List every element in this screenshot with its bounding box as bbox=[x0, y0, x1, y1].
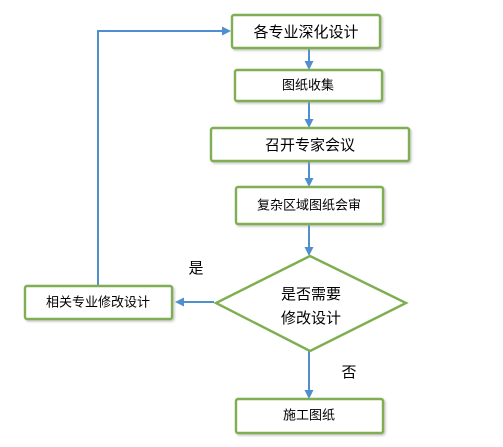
node-complex-review-label: 复杂区域图纸会审 bbox=[257, 199, 361, 214]
node-modify-design-label: 相关专业修改设计 bbox=[46, 296, 150, 311]
edge-label-no: 否 bbox=[341, 363, 356, 381]
node-decision: 是否需要 修改设计 bbox=[213, 254, 409, 353]
edge-label-yes: 是 bbox=[188, 259, 203, 277]
node-construction-drawings-label: 施工图纸 bbox=[283, 409, 335, 424]
node-decision-label-line1: 是否需要 bbox=[281, 285, 341, 303]
node-decision-label-line2: 修改设计 bbox=[281, 309, 341, 327]
node-construction-drawings: 施工图纸 bbox=[234, 397, 385, 435]
node-deepen-design-label: 各专业深化设计 bbox=[253, 23, 358, 41]
arrow-modify-loop-to-deepen bbox=[97, 26, 231, 285]
node-modify-design: 相关专业修改设计 bbox=[23, 284, 174, 321]
edges bbox=[97, 26, 314, 399]
node-expert-meeting-label: 召开专家会议 bbox=[265, 136, 355, 154]
node-deepen-design: 各专业深化设计 bbox=[230, 13, 382, 50]
node-complex-review: 复杂区域图纸会审 bbox=[234, 185, 385, 226]
node-expert-meeting: 召开专家会议 bbox=[209, 126, 411, 163]
node-drawing-collection: 图纸收集 bbox=[233, 68, 384, 103]
node-drawing-collection-label: 图纸收集 bbox=[282, 78, 334, 94]
